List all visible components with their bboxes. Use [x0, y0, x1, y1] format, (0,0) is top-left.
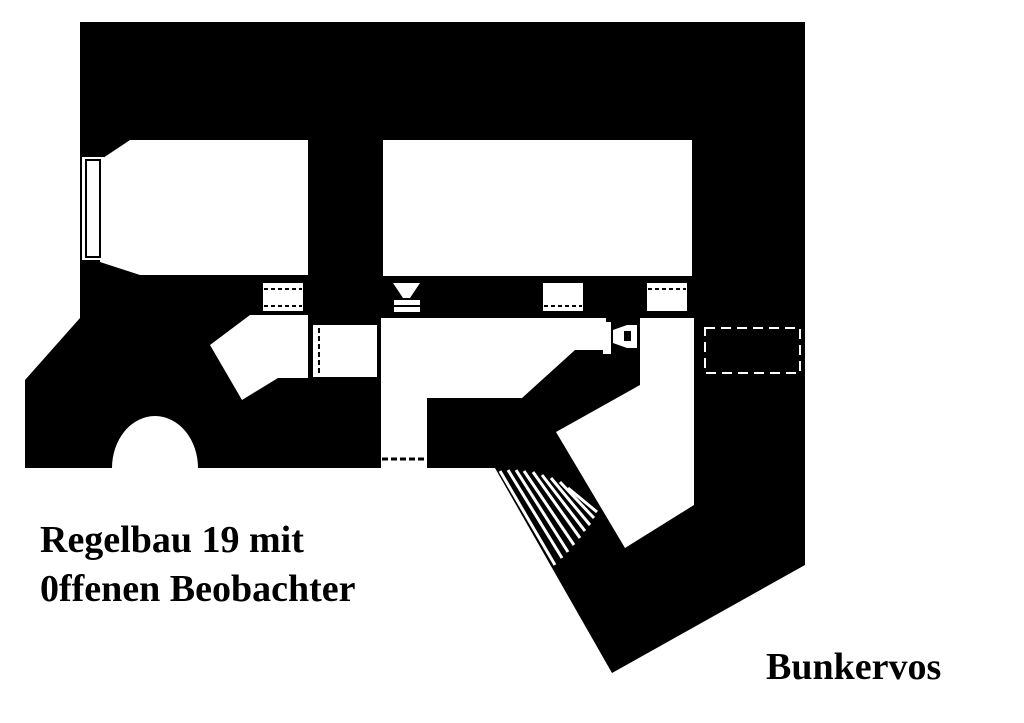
main-corridor — [381, 318, 606, 468]
vent-block-2 — [543, 283, 583, 311]
observation-room — [210, 315, 308, 400]
author-credit: Bunkervos — [766, 646, 942, 688]
dashed-annex — [704, 327, 801, 374]
air-outlet-frame — [603, 322, 611, 354]
small-chamber — [313, 325, 377, 377]
entry-passage — [556, 318, 694, 548]
left-embrasure-frame — [85, 159, 101, 258]
vent-block-3 — [647, 283, 687, 311]
left-casemate-room — [100, 140, 308, 275]
semicircular-niche — [112, 416, 198, 468]
entry-stairs — [498, 469, 598, 566]
vent-block-1 — [263, 283, 303, 311]
left-embrasure — [82, 157, 104, 260]
air-outlet-core — [624, 331, 631, 341]
periscope-symbol-top — [393, 283, 420, 298]
main-room — [383, 140, 692, 276]
plan-title-line-2: 0ffenen Beobachter — [40, 568, 356, 610]
plan-title-line-1: Regelbau 19 mit — [40, 519, 304, 561]
